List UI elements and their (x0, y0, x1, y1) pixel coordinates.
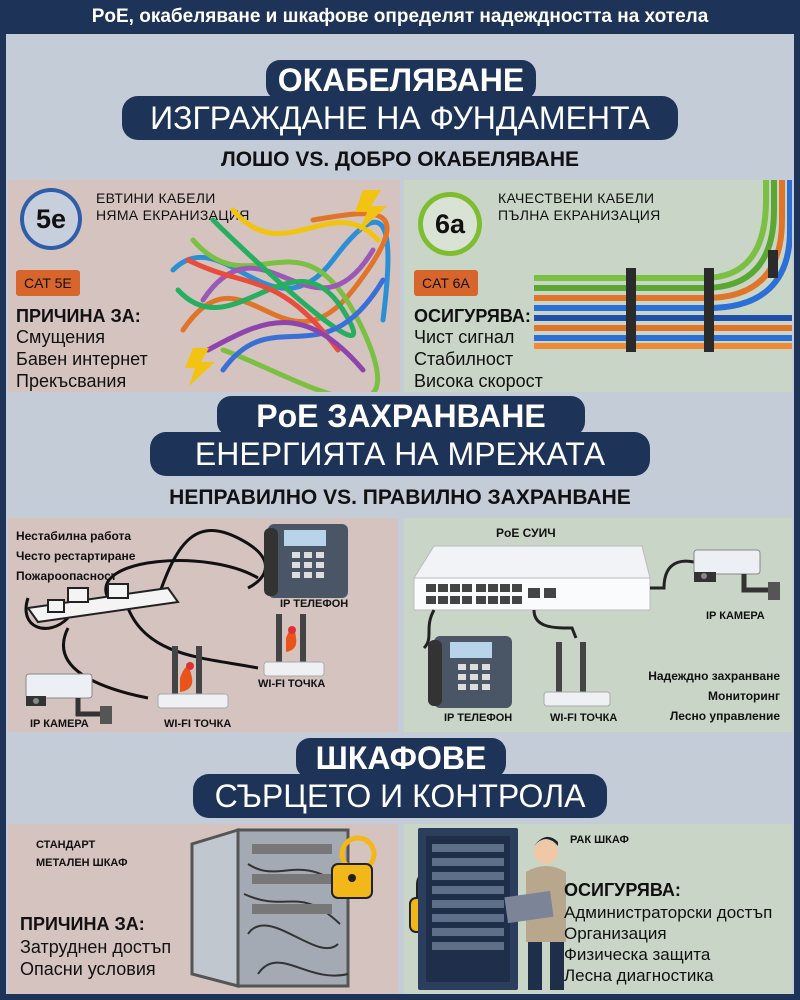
good-cabling-list-title: ОСИГУРЯВА: (414, 306, 531, 326)
bad-cabinet-list: Затруднен достъп Опасни условия (20, 936, 171, 980)
bad-wifi-icon-1 (263, 614, 325, 677)
good-cabling-panel: 6a КАЧЕСТВЕНИ КАБЕЛИ ПЪЛНА ЕКРАНИЗАЦИЯ C… (404, 180, 792, 392)
bad-cabinet-item: Затруднен достъп (20, 937, 172, 957)
good-cabinet-panel: РАК ШКАФ ОСИГУРЯВА: Администраторски дос… (404, 824, 792, 994)
bad-wifi1-label: WI-FI ТОЧКА (258, 678, 326, 690)
cabinets-title: ШКАФОВЕ (296, 738, 506, 778)
bad-power-item: Често рестартиране (16, 549, 136, 563)
good-cabling-item: Висока скорост (414, 371, 543, 391)
page-header: PoE, окабеляване и шкафове определят над… (0, 0, 800, 34)
cabling-compare-heading: ЛОШО VS. ДОБРО ОКАБЕЛЯВАНЕ (220, 148, 579, 171)
bad-camera-label: IP КАМЕРА (30, 718, 89, 730)
good-power-item: Лесно управление (669, 709, 780, 723)
good-power-item: Надеждно захранване (648, 669, 780, 683)
good-cabinet-item: Лесна диагностика (564, 966, 714, 985)
good-cabling-list: Чист сигнал Стабилност Висока скорост (414, 326, 543, 392)
badge-5e: 5e (20, 188, 82, 250)
good-cabling-item: Чист сигнал (414, 327, 515, 347)
good-cabinet-list-title: ОСИГУРЯВА: (564, 880, 681, 900)
good-cabinet-item: Физическа защита (564, 945, 711, 964)
bad-power-panel: Нестабилна работа Често рестартиране Пож… (8, 518, 398, 732)
metal-cabinet-illustration (190, 827, 377, 988)
administrator-person (504, 836, 566, 990)
good-cabinet-item: Организация (564, 924, 667, 943)
poe-compare-heading: НЕПРАВИЛНО VS. ПРАВИЛНО ЗАХРАНВАНЕ (169, 486, 631, 509)
bad-cabling-list-title: ПРИЧИНА ЗА: (16, 306, 141, 326)
rack-cabinet-caption: РАК ШКАФ (570, 834, 629, 846)
bad-camera-icon (25, 673, 112, 724)
cat6a-tag: CAT 6A (414, 270, 478, 296)
good-power-item: Мониторинг (708, 689, 780, 703)
organized-cables-illustration (534, 180, 792, 352)
good-power-panel: PoE СУИЧ (404, 518, 792, 732)
bad-phone-icon (264, 524, 348, 598)
poe-title: PoE ЗАХРАНВАНЕ (217, 396, 585, 436)
bad-phone-label: IP ТЕЛЕФОН (280, 598, 349, 610)
tangled-cables-illustration (170, 190, 391, 392)
messy-power-illustration (24, 524, 348, 724)
bad-cabling-item: Бавен интернет (16, 349, 148, 369)
bad-cabling-item: Прекъсвания (16, 371, 127, 391)
poe-subtitle: ЕНЕРГИЯТА НА МРЕЖАТА (150, 432, 650, 476)
good-wifi-icon (543, 642, 611, 707)
poe-good-illustration (413, 545, 780, 708)
bad-cabinet-item: Опасни условия (20, 959, 156, 979)
good-cabinet-item: Администраторски достъп (564, 903, 773, 922)
good-cabling-item: Стабилност (414, 349, 514, 369)
good-phone-icon (428, 636, 512, 708)
cabling-subtitle: ИЗГРАЖДАНЕ НА ФУНДАМЕНТА (122, 96, 678, 140)
bad-wifi-icon-2 (157, 646, 229, 709)
bad-cabinet-panel: СТАНДАРТ МЕТАЛЕН ШКАФ ПРИЧИНА ЗА: Затруд… (8, 824, 398, 994)
badge-6a: 6a (418, 192, 482, 256)
poe-switch-label: PoE СУИЧ (496, 526, 556, 540)
good-cable-caption-2: ПЪЛНА ЕКРАНИЗАЦИЯ (498, 207, 661, 223)
bad-cable-caption-1: ЕВТИНИ КАБЕЛИ (96, 190, 216, 206)
bad-power-item: Пожароопасност (16, 569, 117, 583)
bad-cabinet-caption-2: МЕТАЛЕН ШКАФ (36, 857, 128, 869)
good-power-list: Надеждно захранване Мониторинг Лесно упр… (648, 666, 780, 726)
poe-switch-icon (413, 545, 651, 611)
bad-power-item: Нестабилна работа (16, 529, 132, 543)
bad-cabling-item: Смущения (16, 327, 105, 347)
badge-5e-label: 5e (24, 192, 78, 246)
good-cabinet-list: Администраторски достъп Организация Физи… (564, 902, 772, 986)
rack-cabinet-illustration (409, 828, 566, 990)
bad-cabinet-caption: СТАНДАРТ МЕТАЛЕН ШКАФ (36, 836, 128, 872)
bad-cabling-list: Смущения Бавен интернет Прекъсвания (16, 326, 148, 392)
bad-cabling-panel: 5e ЕВТИНИ КАБЕЛИ НЯМА ЕКРАНИЗАЦИЯ CAT 5E… (8, 180, 400, 392)
bad-cabinet-list-title: ПРИЧИНА ЗА: (20, 914, 145, 934)
good-wifi-label: WI-FI ТОЧКА (550, 712, 618, 724)
good-phone-label: IP ТЕЛЕФОН (444, 712, 513, 724)
badge-6a-label: 6a (423, 197, 477, 251)
cabinets-subtitle: СЪРЦЕТО И КОНТРОЛА (193, 774, 607, 818)
good-cable-caption-1: КАЧЕСТВЕНИ КАБЕЛИ (498, 190, 655, 206)
bad-wifi2-label: WI-FI ТОЧКА (164, 718, 232, 730)
good-camera-label: IP КАМЕРА (706, 610, 765, 622)
cabling-title: ОКАБЕЛЯВАНЕ (266, 60, 536, 100)
bad-cabinet-caption-1: СТАНДАРТ (36, 839, 96, 851)
bad-power-list: Нестабилна работа Често рестартиране Пож… (16, 526, 135, 586)
good-camera-icon (693, 549, 780, 600)
cat5e-tag: CAT 5E (16, 270, 80, 296)
